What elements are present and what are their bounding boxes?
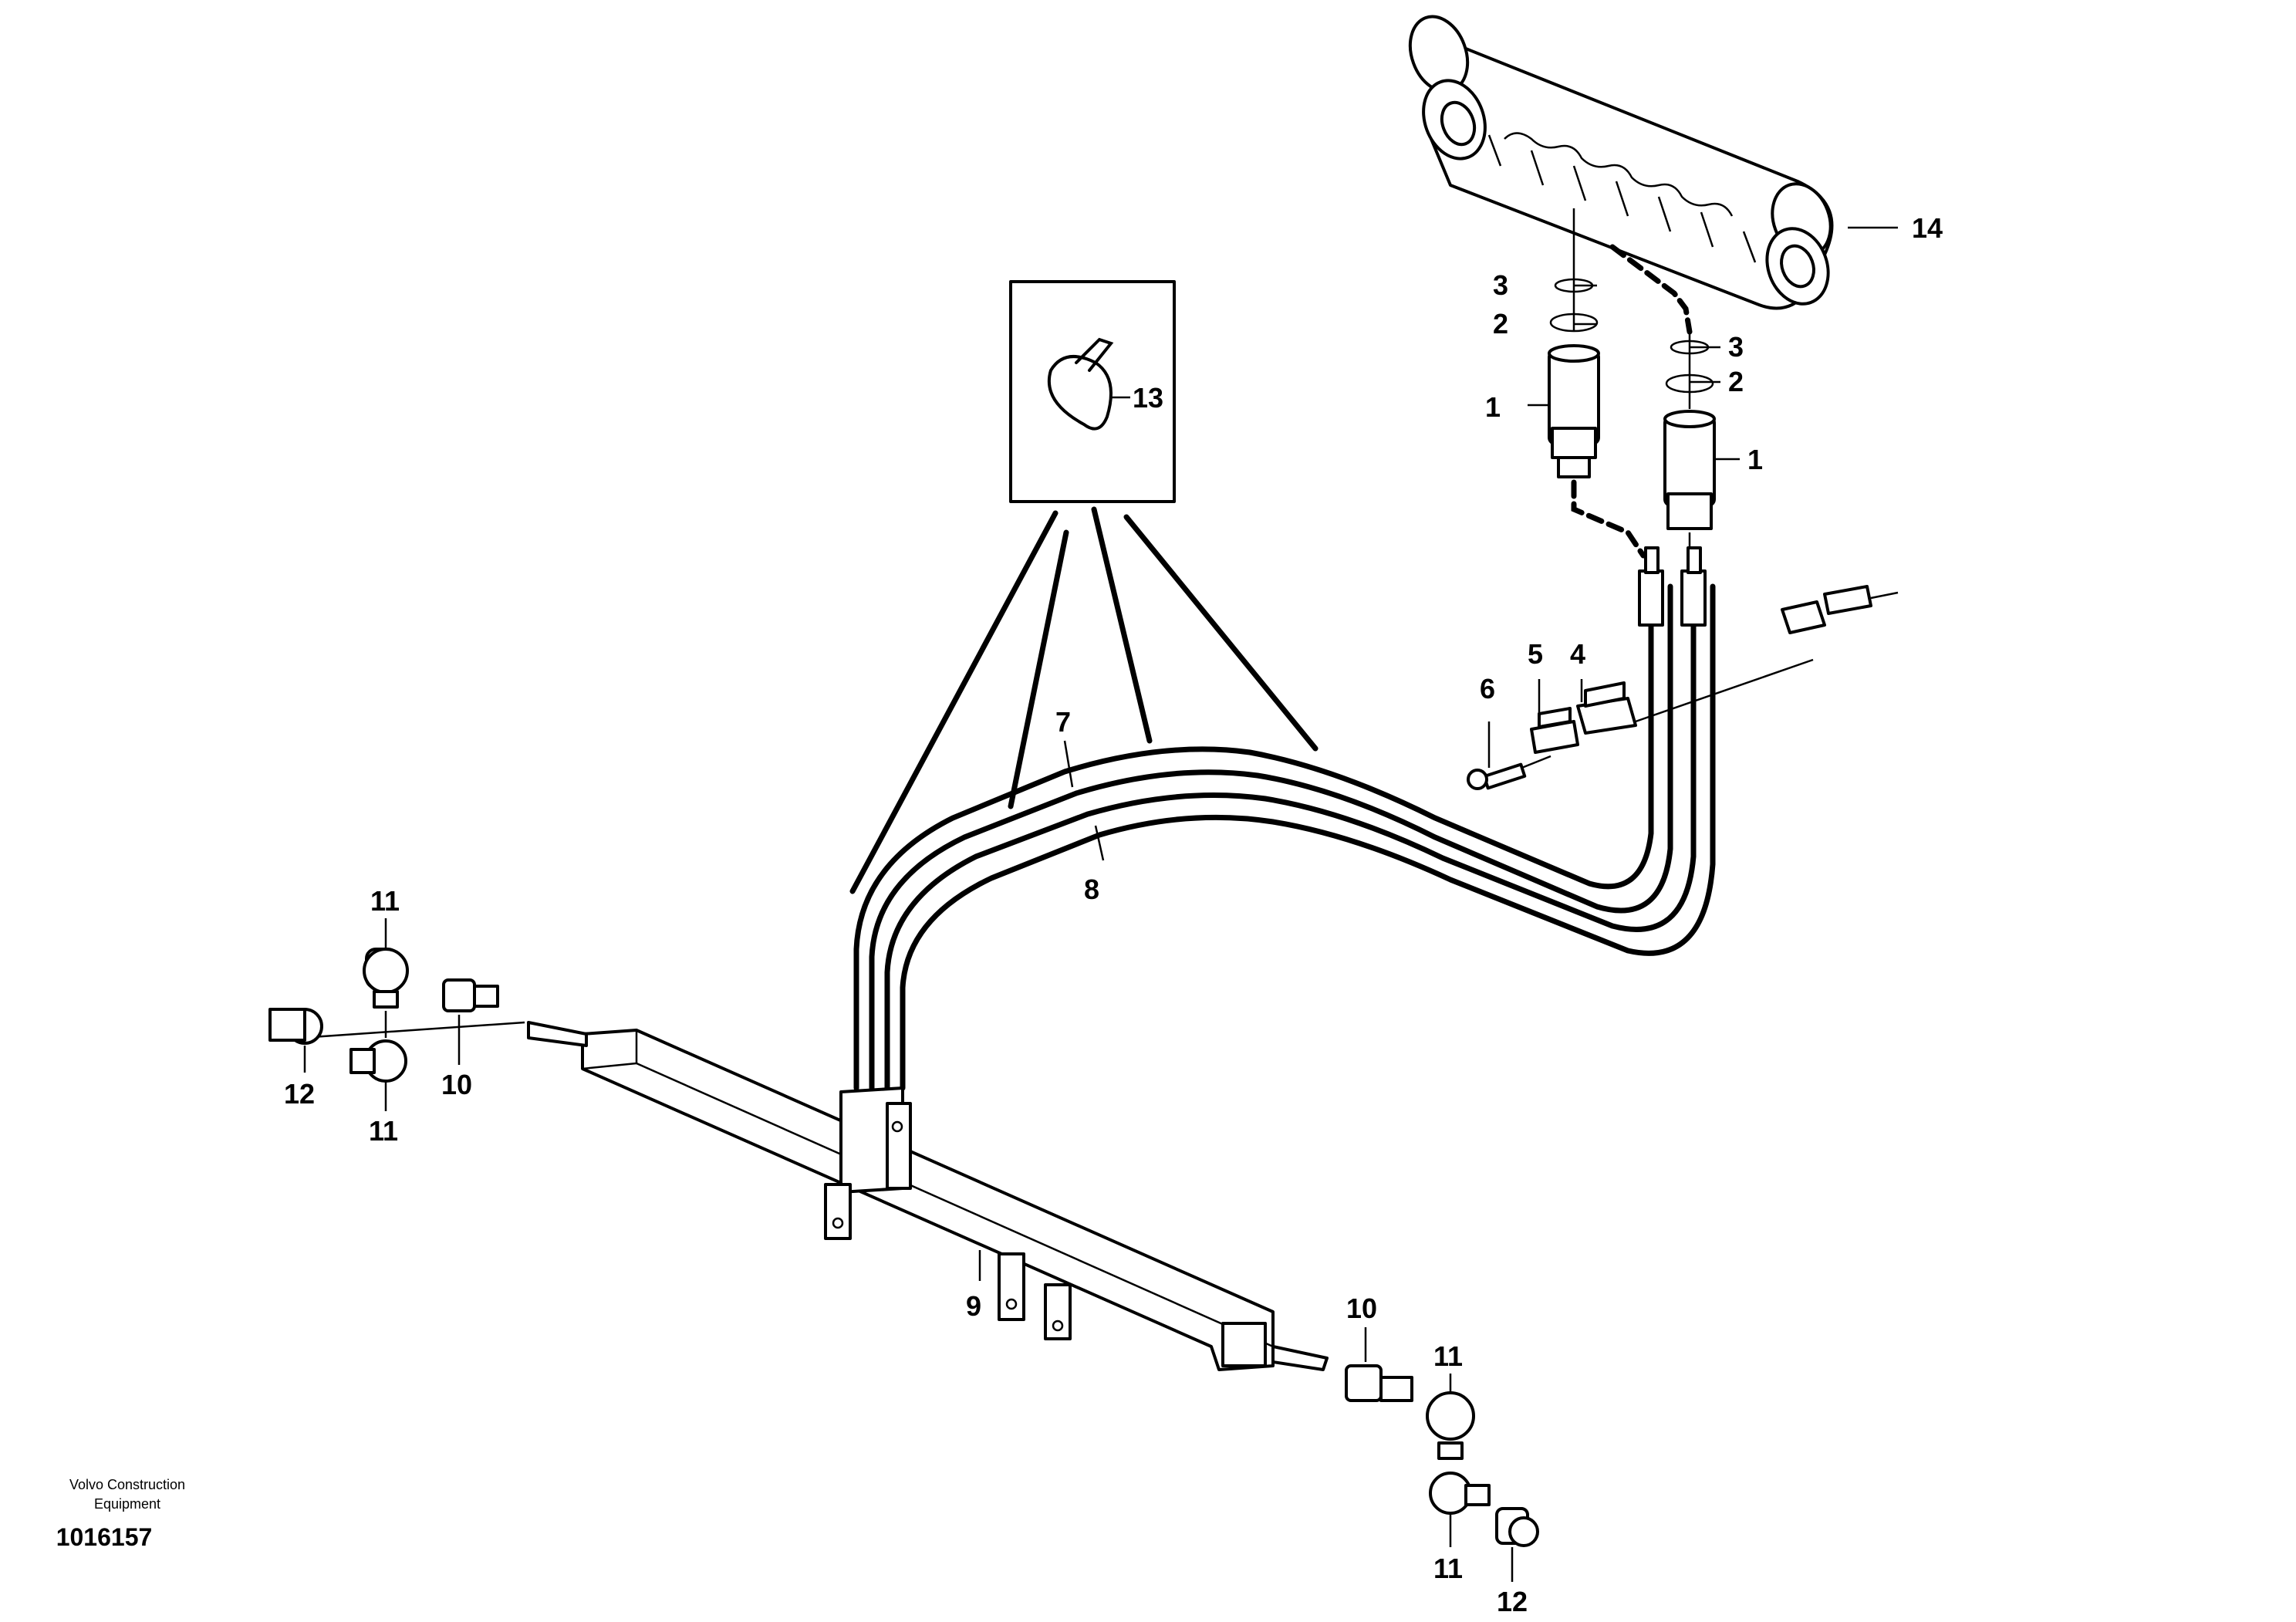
left-fittings: [268, 948, 525, 1083]
callout-9: 9: [966, 1290, 981, 1322]
callout-10-right: 10: [1346, 1293, 1377, 1324]
callout-12-right: 12: [1497, 1586, 1528, 1617]
callout-7: 7: [1055, 706, 1071, 738]
callout-2-left: 2: [1493, 308, 1508, 340]
hose-pair: [853, 546, 1716, 1091]
tie-leader-lines: [849, 506, 1319, 894]
left-connector-stack: [1548, 208, 1646, 559]
callout-3-right: 3: [1728, 331, 1744, 363]
callout-3-left: 3: [1493, 269, 1508, 301]
document-number: 1016157: [56, 1523, 153, 1551]
callout-14: 14: [1912, 212, 1943, 244]
callout-11-lower-right: 11: [1433, 1553, 1463, 1584]
bracket-tube: [527, 1021, 1329, 1371]
callout-13: 13: [1133, 382, 1163, 414]
clamp-assembly: [1467, 585, 1899, 790]
callout-2-right: 2: [1728, 366, 1744, 397]
callout-1-left: 1: [1485, 391, 1501, 423]
cable-tie-inset-box: [1009, 280, 1176, 503]
credit-line-2: Equipment: [94, 1496, 160, 1512]
callout-11-upper-right: 11: [1433, 1340, 1463, 1372]
right-connector-stack: [1609, 244, 1716, 563]
callout-11-upper-left: 11: [370, 885, 400, 917]
callout-10-left: 10: [441, 1069, 472, 1100]
leader-lines: [303, 284, 1740, 1582]
callout-5: 5: [1528, 638, 1543, 670]
right-fittings: [1345, 1364, 1539, 1547]
callout-12-left: 12: [284, 1078, 315, 1110]
callout-1-right: 1: [1747, 444, 1763, 475]
callout-6: 6: [1480, 673, 1495, 705]
callout-4: 4: [1570, 638, 1585, 670]
callout-11-lower-left: 11: [369, 1115, 398, 1147]
callout-8: 8: [1084, 874, 1099, 905]
credit-line-1: Volvo Construction: [69, 1477, 185, 1492]
manifold-block: [1408, 15, 1834, 310]
